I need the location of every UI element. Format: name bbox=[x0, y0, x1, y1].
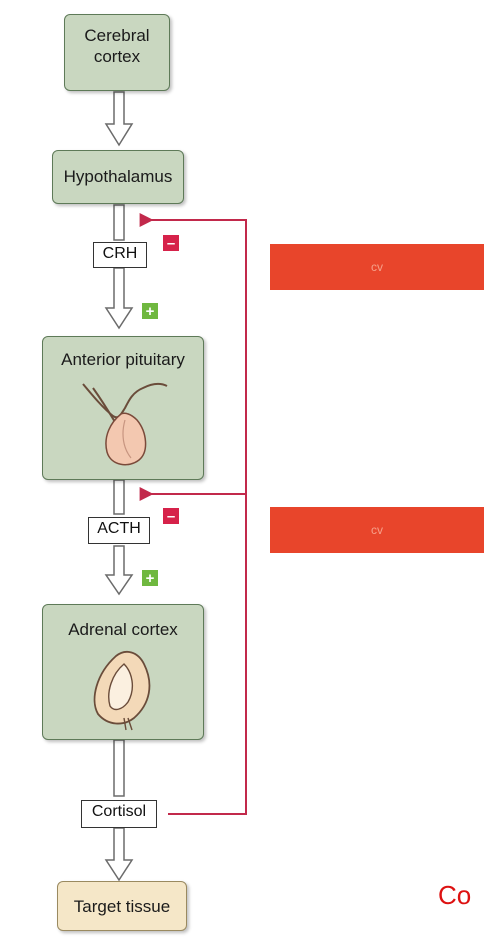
pathway-arrows bbox=[104, 91, 134, 882]
anterior-pituitary-box: Anterior pituitary bbox=[42, 336, 204, 480]
pituitary-gland-icon bbox=[82, 382, 168, 466]
overlay-banner-1-text: cv bbox=[371, 260, 383, 274]
adrenal-cortex-box: Adrenal cortex bbox=[42, 604, 204, 740]
cerebral-cortex-box: Cerebral cortex bbox=[64, 14, 170, 91]
arrow-pituitary-to-acth bbox=[113, 479, 125, 515]
adrenal-cortex-label: Adrenal cortex bbox=[68, 620, 178, 639]
feedback-line-to-hypothalamus bbox=[139, 213, 247, 815]
hypothalamus-label: Hypothalamus bbox=[63, 167, 173, 186]
cerebral-cortex-label: Cerebral cortex bbox=[84, 26, 150, 66]
arrow-cortex-to-hypothalamus bbox=[104, 91, 134, 147]
acth-label-box: ACTH bbox=[88, 517, 150, 544]
arrow-cortisol-to-target bbox=[104, 827, 134, 882]
overlay-banner-1: cv bbox=[270, 244, 484, 290]
clipped-edge-text: Co bbox=[438, 880, 472, 910]
plus-sign-pituitary: + bbox=[142, 303, 158, 319]
cortisol-label: Cortisol bbox=[91, 803, 147, 820]
overlay-banner-2-text: cv bbox=[371, 523, 383, 537]
plus-sign-adrenal: + bbox=[142, 570, 158, 586]
crh-label-box: CRH bbox=[93, 242, 147, 268]
target-tissue-label: Target tissue bbox=[73, 897, 171, 916]
adrenal-gland-icon bbox=[93, 650, 151, 731]
anterior-pituitary-label: Anterior pituitary bbox=[61, 350, 185, 369]
hypothalamus-box: Hypothalamus bbox=[52, 150, 184, 204]
arrow-crh-to-pituitary bbox=[104, 267, 134, 330]
arrow-adrenal-to-cortisol bbox=[113, 739, 125, 797]
acth-label: ACTH bbox=[97, 520, 141, 537]
arrow-hypothalamus-to-crh bbox=[113, 204, 125, 241]
overlay-banner-2: cv bbox=[270, 507, 484, 553]
cortisol-label-box: Cortisol bbox=[81, 800, 157, 828]
feedback-loops bbox=[139, 213, 247, 815]
crh-label: CRH bbox=[102, 245, 138, 262]
target-tissue-box: Target tissue bbox=[57, 881, 187, 931]
arrow-acth-to-adrenal bbox=[104, 545, 134, 596]
minus-sign-acth: – bbox=[163, 508, 179, 524]
minus-sign-crh: – bbox=[163, 235, 179, 251]
